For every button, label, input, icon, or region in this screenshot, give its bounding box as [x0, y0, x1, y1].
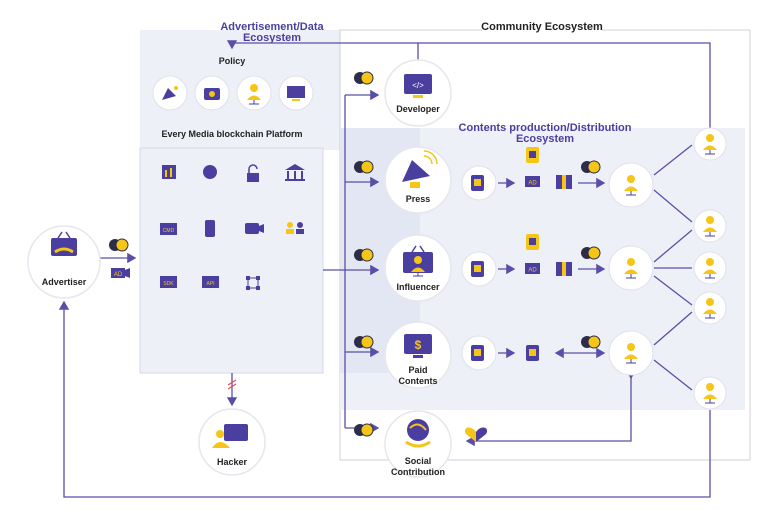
platform-panel	[139, 147, 324, 374]
phone-icon	[205, 220, 215, 237]
influencer-label: Influencer	[396, 282, 440, 292]
network-icon	[246, 276, 260, 290]
community-ecosystem-title: Community Ecosystem	[481, 21, 603, 33]
svg-text:API: API	[206, 281, 214, 287]
doc-icon	[526, 147, 539, 163]
advertiser-label: Advertiser	[42, 277, 87, 287]
users-icon	[286, 222, 304, 234]
paid-contents-label-2: Contents	[399, 376, 438, 386]
heart-icon	[464, 427, 488, 442]
svg-text:</>: </>	[412, 81, 424, 90]
developer-label: Developer	[396, 104, 440, 114]
ad-camera-icon: AD	[525, 176, 540, 187]
monitor-code-icon: </>	[404, 74, 432, 98]
book-icon	[556, 262, 572, 276]
hacker-label: Hacker	[217, 457, 248, 467]
tv-handshake-icon	[51, 231, 77, 256]
tv-icon	[204, 88, 220, 100]
doc-icon	[526, 345, 539, 361]
doc-edit-icon	[471, 261, 484, 277]
monitor-dollar-icon: $	[404, 334, 432, 358]
globe-dot-icon	[203, 165, 217, 179]
contents-ecosystem-title-1: Contents production/Distribution	[459, 122, 632, 134]
social-label-1: Social	[405, 456, 432, 466]
policy-label: Policy	[219, 56, 246, 66]
policy-icons	[152, 75, 314, 111]
globe-hands-icon	[405, 419, 431, 448]
chart-icon	[162, 165, 176, 179]
ad-camera-icon: AD	[111, 268, 130, 278]
bank-icon	[285, 164, 305, 181]
satellite-dish-icon	[402, 150, 438, 188]
svg-text:AD: AD	[114, 272, 123, 278]
code-window-icon: CMD	[160, 223, 177, 235]
hacker-icon	[212, 424, 248, 448]
book-icon	[556, 175, 572, 189]
api-icon: API	[202, 276, 219, 288]
paid-contents-label-1: Paid	[408, 365, 427, 375]
sdk-icon: SDK	[160, 276, 177, 288]
social-label-2: Contribution	[391, 467, 445, 477]
platform-tiles: CMD SDK API	[160, 164, 305, 290]
content-step-nodes	[461, 165, 497, 371]
ad-data-ecosystem-title-1: Advertisement/Data	[220, 21, 324, 33]
monitor-icon	[287, 86, 305, 101]
satellite-icon	[162, 86, 178, 100]
svg-text:$: $	[415, 338, 422, 352]
distribution-icons: AD AD	[525, 147, 572, 361]
tv-influencer-icon	[403, 245, 433, 277]
ad-data-ecosystem-title-2: Ecosystem	[243, 32, 301, 44]
svg-text:AD: AD	[528, 181, 537, 187]
consumer-hubs	[608, 162, 654, 376]
blocked-mark	[227, 379, 237, 390]
svg-text:CMD: CMD	[163, 228, 175, 234]
contents-ecosystem-title-2: Ecosystem	[516, 133, 574, 145]
svg-text:AD: AD	[528, 268, 537, 274]
ad-camera-icon: AD	[525, 263, 540, 274]
connectors	[58, 40, 711, 498]
doc-edit-icon	[471, 345, 484, 361]
unlock-icon	[247, 164, 259, 182]
doc-icon	[526, 234, 539, 250]
doc-edit-icon	[471, 175, 484, 191]
platform-label: Every Media blockchain Platform	[161, 129, 302, 139]
community-members	[693, 127, 727, 410]
camera-icon	[245, 223, 264, 234]
press-label: Press	[406, 194, 431, 204]
svg-text:SDK: SDK	[163, 281, 174, 287]
